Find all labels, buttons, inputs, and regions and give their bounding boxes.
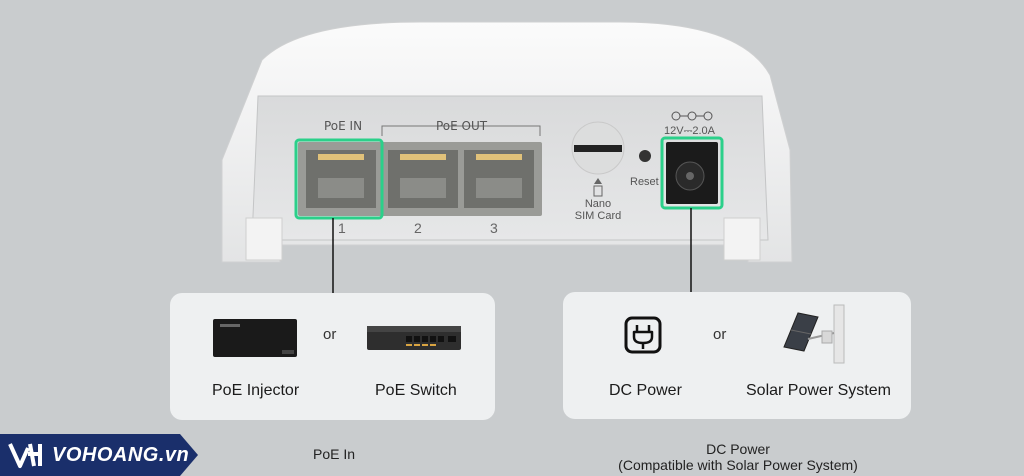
poe-switch-image [367,326,461,350]
poe-in-label: PoE IN [324,119,363,133]
power-plug-icon [624,316,662,354]
poe-switch-label: PoE Switch [375,382,457,399]
sim-card-label: Nano SIM Card [572,198,624,222]
poe-injector-image [213,319,297,357]
port-number-2: 2 [414,220,422,236]
brand-logo [0,434,198,476]
sim-label-line1: Nano [584,198,612,210]
reset-label: Reset [630,176,659,188]
poe-or-label: or [323,326,337,343]
dc-power-card [563,292,911,419]
sim-label-line2: SIM Card [574,210,622,222]
brand-name: VOHOANG.vn [52,444,190,466]
dc-power-label: DC Power [609,382,682,399]
port-number-3: 3 [490,220,498,236]
poe-injector-label: PoE Injector [212,382,300,399]
dc-power-caption-line1: DC Power [706,441,770,457]
dc-power-caption-line2: (Compatible with Solar Power System) [618,457,858,473]
device-illustration [221,21,793,294]
solar-power-system-label: Solar Power System [746,382,891,399]
solar-panel-image [783,304,845,364]
port-number-1: 1 [338,220,346,236]
dc-or-label: or [713,326,727,343]
dc-power-caption: DC Power (Compatible with Solar Power Sy… [596,441,880,473]
poe-in-caption: PoE In [313,446,356,462]
poe-out-label: PoE OUT [436,119,488,133]
power-spec-label: 12V⎓2.0A [664,125,715,137]
